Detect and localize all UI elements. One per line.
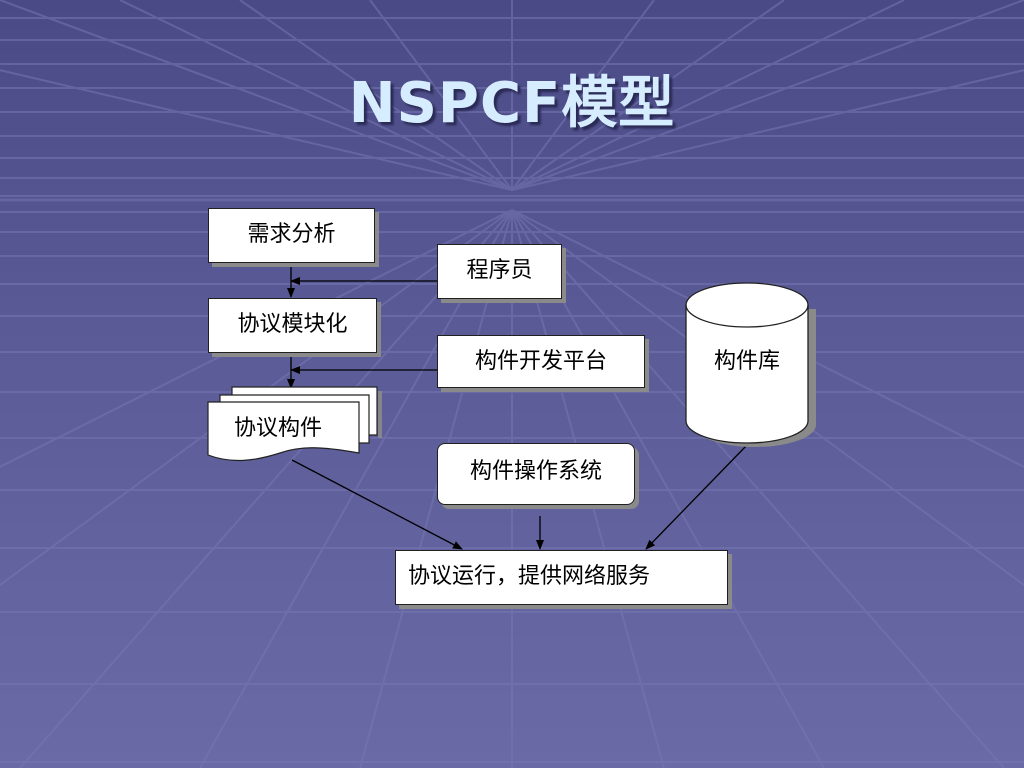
arrow-components-to-run [291,459,463,550]
protocol-components-document-stack [207,386,378,462]
protocol-modularization-label: 协议模块化 [237,312,348,337]
requirement-analysis-label: 需求分析 [247,222,336,247]
protocol-modularization-box: 协议模块化 [208,298,377,353]
protocol-run-box: 协议运行，提供网络服务 [395,550,728,605]
requirement-analysis-box: 需求分析 [208,208,375,263]
component-library-label: 构件库 [713,349,780,374]
programmer-box: 程序员 [437,244,562,299]
component-os-label: 构件操作系统 [469,459,602,484]
arrow-library-to-run [645,443,749,550]
programmer-label: 程序员 [466,258,533,283]
protocol-components-label: 协议构件 [233,416,322,441]
component-dev-platform-label: 构件开发平台 [474,349,607,374]
component-dev-platform-box: 构件开发平台 [437,335,645,388]
component-library-cylinder [685,282,816,447]
component-os-box: 构件操作系统 [437,443,635,505]
slide-title: NSPCF模型 [348,71,676,136]
protocol-run-label: 协议运行，提供网络服务 [408,564,651,589]
